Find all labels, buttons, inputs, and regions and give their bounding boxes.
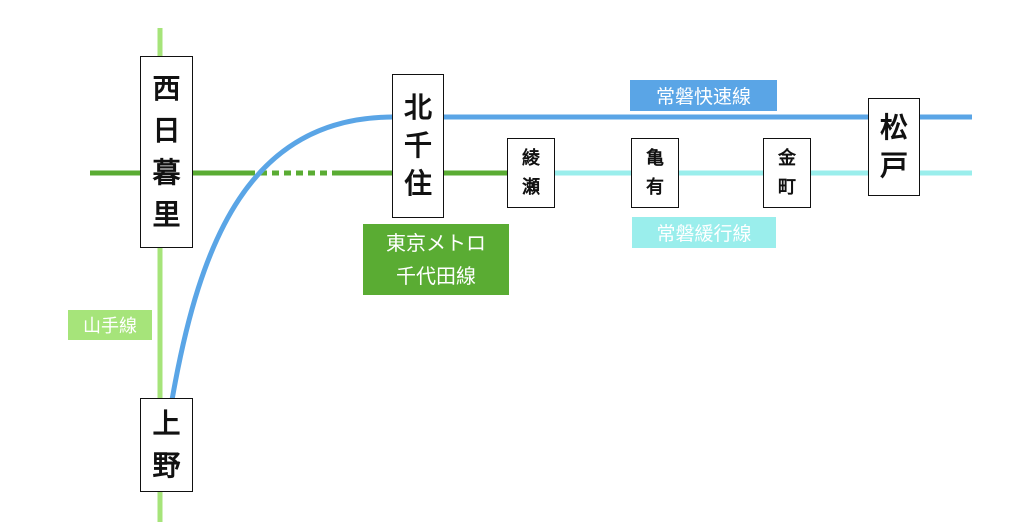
station-char: 瀬 xyxy=(522,177,540,198)
joban-rapid-label: 常磐快速線 xyxy=(630,80,777,111)
station-char: 戸 xyxy=(879,149,908,182)
station-ueno: 上 野 xyxy=(140,398,193,492)
station-kita-senju: 北 千 住 xyxy=(392,74,444,218)
chiyoda-label-line1: 東京メトロ xyxy=(386,230,486,255)
station-char: 日 xyxy=(152,114,181,147)
station-ayase: 綾 瀬 xyxy=(507,138,555,208)
chiyoda-label-line2: 千代田線 xyxy=(396,263,476,288)
station-char: 北 xyxy=(403,91,432,124)
station-kameari: 亀 有 xyxy=(631,138,679,208)
station-char: 上 xyxy=(152,407,181,440)
station-char: 金 xyxy=(778,148,796,169)
station-char: 町 xyxy=(778,177,796,198)
joban-rapid-line xyxy=(169,114,972,401)
yamanote-label: 山手線 xyxy=(68,310,152,340)
station-char: 里 xyxy=(152,198,181,231)
station-char: 綾 xyxy=(522,148,540,169)
joban-rapid-label-text: 常磐快速線 xyxy=(655,86,751,108)
station-nishi-nippori: 西 日 暮 里 xyxy=(140,56,193,248)
chiyoda-label: 東京メトロ 千代田線 xyxy=(363,224,509,295)
station-char: 西 xyxy=(152,72,181,105)
joban-local-label-text: 常磐緩行線 xyxy=(656,223,752,245)
station-matsudo: 松 戸 xyxy=(868,98,920,196)
station-char: 千 xyxy=(403,129,432,162)
station-char: 有 xyxy=(646,177,664,198)
joban-local-label: 常磐緩行線 xyxy=(632,217,776,248)
yamanote-label-text: 山手線 xyxy=(83,316,137,337)
station-char: 亀 xyxy=(646,148,664,169)
station-char: 野 xyxy=(152,449,181,482)
station-char: 暮 xyxy=(152,156,181,189)
station-kanamachi: 金 町 xyxy=(763,138,811,208)
station-char: 松 xyxy=(879,111,908,144)
station-char: 住 xyxy=(403,167,432,200)
